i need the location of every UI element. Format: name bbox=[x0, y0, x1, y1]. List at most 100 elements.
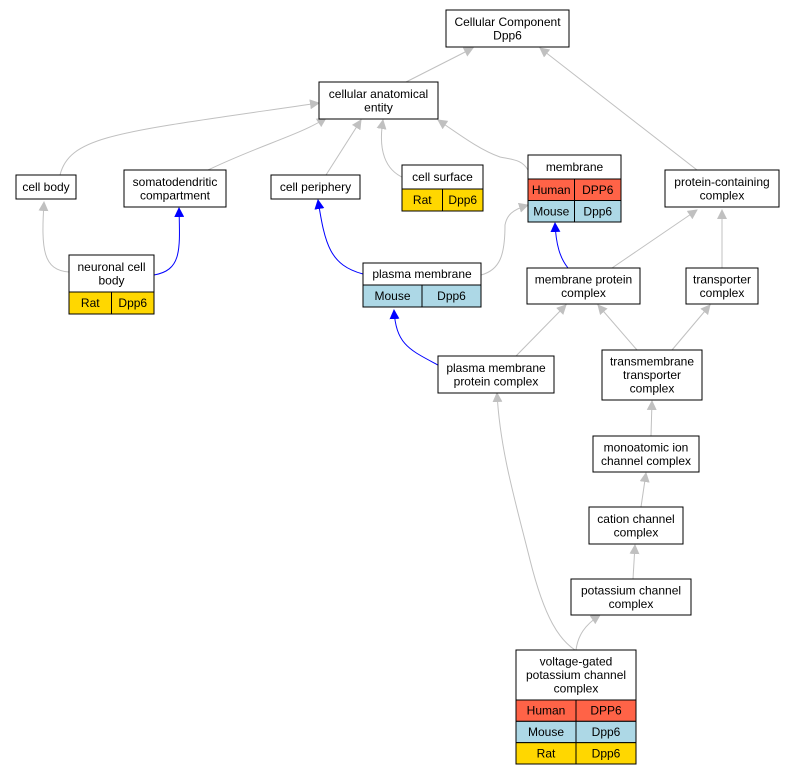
gene-symbol: DPP6 bbox=[590, 704, 622, 718]
node-label: transmembrane bbox=[610, 355, 694, 369]
node-box bbox=[592, 435, 700, 473]
node-label: potassium channel bbox=[526, 668, 626, 682]
gene-symbol: Dpp6 bbox=[583, 204, 612, 218]
node-label: plasma membrane bbox=[446, 361, 546, 375]
node-label: Cellular Component bbox=[454, 15, 561, 29]
node-label: entity bbox=[364, 100, 393, 114]
node-box bbox=[68, 254, 155, 293]
node-label: protein complex bbox=[454, 374, 539, 388]
node-label: cellular anatomical bbox=[329, 87, 428, 101]
node-label: monoatomic ion bbox=[604, 440, 689, 454]
node-box bbox=[664, 169, 780, 208]
node-label: channel complex bbox=[601, 454, 691, 468]
node-box bbox=[15, 174, 77, 200]
node-label: membrane bbox=[546, 160, 604, 174]
node-label: complex bbox=[609, 597, 654, 611]
node-label: plasma membrane bbox=[372, 267, 472, 281]
node-label: complex bbox=[700, 188, 745, 202]
gene-symbol: Dpp6 bbox=[592, 725, 621, 739]
node-box bbox=[685, 267, 759, 305]
edges bbox=[38, 47, 727, 651]
gene-cell bbox=[574, 200, 622, 223]
edge-ccc-to-mic bbox=[639, 472, 650, 508]
species-name: Mouse bbox=[528, 725, 564, 739]
gene-symbol: Dpp6 bbox=[448, 193, 477, 207]
node-label: somatodendritic bbox=[133, 175, 218, 189]
node-label: transporter bbox=[623, 368, 681, 382]
node-box bbox=[401, 164, 484, 190]
gene-symbol: Dpp6 bbox=[437, 289, 466, 303]
node-cell-body[interactable]: cell body bbox=[15, 174, 77, 200]
node-box bbox=[515, 649, 637, 701]
node-label: Dpp6 bbox=[493, 28, 522, 42]
gene-symbol: DPP6 bbox=[582, 183, 614, 197]
species-name: Mouse bbox=[533, 204, 569, 218]
node-label: compartment bbox=[140, 188, 211, 202]
gene-symbol: Dpp6 bbox=[118, 296, 147, 310]
node-label: complex bbox=[630, 382, 675, 396]
node-label: potassium channel bbox=[581, 583, 681, 597]
node-box bbox=[601, 349, 703, 401]
edge-cellbody-to-cae bbox=[59, 99, 320, 176]
edge-somato-to-cae bbox=[207, 117, 327, 171]
edge-membrane-to-cae bbox=[437, 119, 529, 171]
node-box bbox=[588, 506, 684, 545]
edge-mic-to-tmtc bbox=[646, 400, 657, 437]
edge-tmtc-to-mpc bbox=[597, 304, 638, 351]
edge-mpc-to-pcc bbox=[611, 209, 698, 269]
species-name: Human bbox=[532, 183, 571, 197]
species-name: Rat bbox=[81, 296, 100, 310]
species-name: Rat bbox=[537, 746, 556, 760]
node-label: transporter bbox=[693, 272, 751, 286]
node-label: neuronal cell bbox=[77, 260, 145, 274]
node-label: complex bbox=[561, 286, 606, 300]
gene-cell bbox=[111, 291, 155, 315]
node-periphery[interactable]: cell periphery bbox=[270, 174, 361, 200]
edge-tmtc-to-transporter bbox=[671, 304, 711, 351]
node-box bbox=[445, 9, 570, 48]
edge-surface-to-cae bbox=[376, 119, 405, 179]
edge-pcc-to-root bbox=[539, 47, 698, 171]
node-box bbox=[526, 267, 641, 305]
edge-vgkc-to-pmpc bbox=[492, 392, 576, 651]
edge-kcc-to-ccc bbox=[629, 544, 640, 580]
edge-periphery-to-cae bbox=[325, 119, 362, 176]
edge-ncb-to-somato bbox=[153, 207, 185, 276]
edge-pm-to-membrane bbox=[480, 202, 529, 276]
node-label: cell periphery bbox=[280, 180, 351, 194]
edge-cae-to-root bbox=[405, 47, 474, 83]
node-label: protein-containing bbox=[674, 175, 769, 189]
gene-cell bbox=[421, 284, 482, 308]
species-name: Human bbox=[527, 704, 566, 718]
node-box bbox=[437, 355, 555, 394]
node-box bbox=[570, 578, 692, 616]
species-name: Mouse bbox=[374, 289, 410, 303]
node-label: complex bbox=[700, 286, 745, 300]
species-name: Rat bbox=[413, 193, 432, 207]
node-label: cell body bbox=[22, 180, 69, 194]
edge-vgkc-to-kcc bbox=[575, 614, 601, 651]
node-box bbox=[270, 174, 361, 200]
node-box bbox=[318, 81, 439, 120]
node-label: complex bbox=[614, 525, 659, 539]
node-label: cation channel bbox=[597, 512, 674, 526]
node-label: body bbox=[98, 273, 124, 287]
